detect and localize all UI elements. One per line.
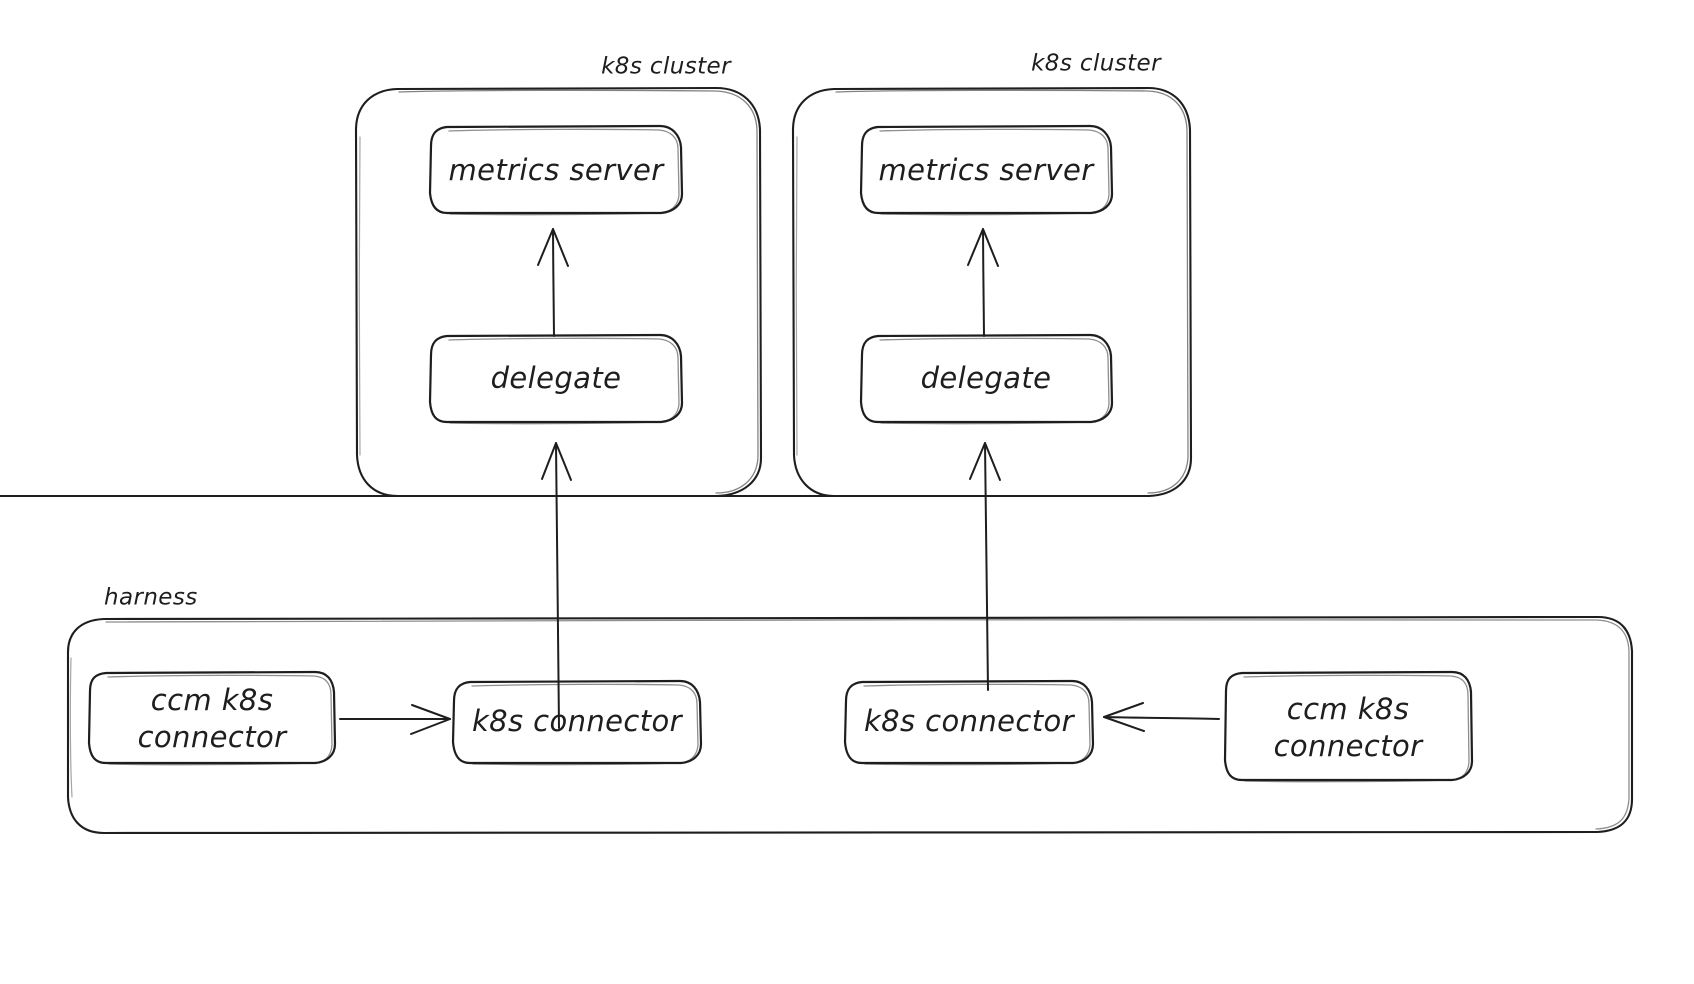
- node-delegate-right-label: delegate: [921, 361, 1052, 395]
- node-ccm-connector-right-label-line2: connector: [1274, 729, 1425, 763]
- node-ccm-connector-right[interactable]: ccm k8s connector: [1223, 670, 1474, 783]
- node-ccm-connector-left-label-line2: connector: [138, 720, 289, 754]
- node-k8s-connector-left[interactable]: k8s connector: [451, 679, 703, 766]
- node-delegate-right[interactable]: delegate: [859, 333, 1114, 425]
- edge-delegate-left-to-metrics: [537, 228, 569, 337]
- edge-connector-left-to-delegate: [541, 442, 572, 729]
- group-cluster-right[interactable]: [0, 86, 1193, 498]
- node-ccm-connector-left[interactable]: ccm k8s connector: [87, 670, 337, 766]
- group-harness[interactable]: [66, 615, 1634, 835]
- cluster-right-label: k8s cluster: [1031, 51, 1162, 77]
- node-metrics-server-left-label: metrics server: [448, 153, 665, 187]
- node-metrics-server-left[interactable]: metrics server: [428, 124, 684, 216]
- node-ccm-connector-left-label-line1: ccm k8s: [151, 683, 274, 717]
- edge-ccm-left-to-connector-left: [339, 704, 451, 735]
- node-k8s-connector-right-label: k8s connector: [864, 704, 1076, 738]
- edge-delegate-right-to-metrics: [967, 228, 999, 337]
- node-k8s-connector-right[interactable]: k8s connector: [843, 679, 1095, 766]
- node-delegate-left[interactable]: delegate: [428, 333, 684, 425]
- node-metrics-server-right-label: metrics server: [878, 153, 1095, 187]
- edge-ccm-right-to-connector-right: [1103, 702, 1220, 732]
- cluster-left-label: k8s cluster: [601, 54, 732, 80]
- node-metrics-server-right[interactable]: metrics server: [859, 124, 1114, 216]
- harness-label: harness: [104, 585, 198, 611]
- node-delegate-left-label: delegate: [491, 361, 622, 395]
- edge-connector-right-to-delegate: [969, 442, 1001, 691]
- node-ccm-connector-right-label-line1: ccm k8s: [1287, 692, 1410, 726]
- group-cluster-left[interactable]: [354, 86, 763, 498]
- node-k8s-connector-left-label: k8s connector: [472, 704, 684, 738]
